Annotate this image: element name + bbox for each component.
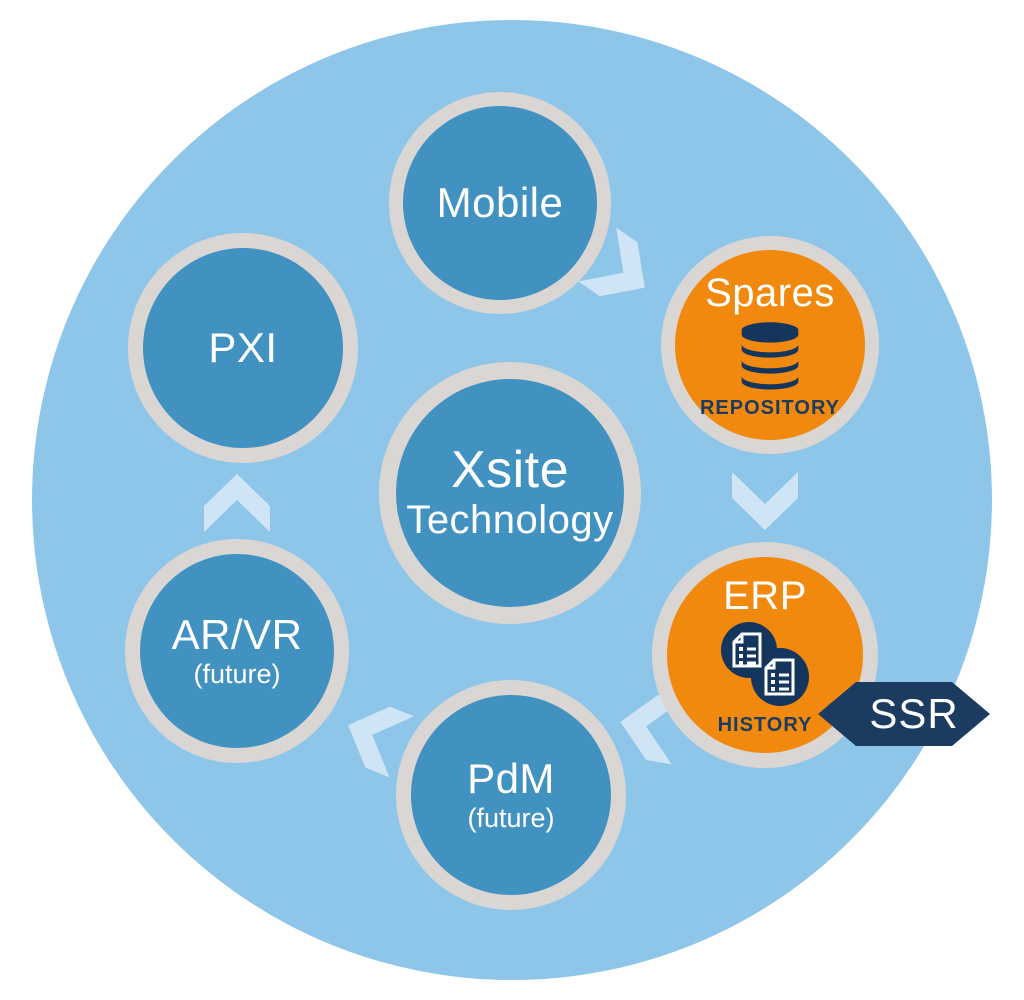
ssr-banner-shape	[818, 682, 990, 746]
arvr-note: (future)	[193, 658, 281, 689]
database-icon	[741, 321, 799, 390]
ssr-label: SSR	[869, 690, 959, 737]
center-title: Xsite	[450, 440, 570, 499]
node-erp: ERP	[652, 542, 878, 768]
ssr-badge: SSR	[818, 682, 990, 746]
node-pxi: PXI	[128, 233, 358, 463]
flow-arrow-mobile-to-spares-icon	[578, 227, 663, 314]
center-subtitle: Technology	[406, 498, 614, 543]
documents-icon	[721, 621, 809, 706]
arvr-label: AR/VR	[171, 610, 303, 658]
node-spares: Spares REPOSITORY	[661, 236, 879, 454]
flow-arrow-arvr-to-pxi-icon	[204, 474, 270, 532]
spares-label: Spares	[705, 270, 835, 315]
erp-caption: HISTORY	[717, 713, 813, 736]
pxi-label: PXI	[208, 323, 278, 371]
erp-label: ERP	[723, 573, 807, 618]
flow-arrow-pdm-to-arvr-icon	[336, 695, 415, 778]
mobile-label: Mobile	[436, 178, 564, 226]
pdm-label: PdM	[467, 754, 555, 802]
node-xsite-technology: Xsite Technology	[379, 362, 641, 624]
flow-arrow-erp-to-pdm-icon	[615, 689, 684, 765]
node-pdm: PdM (future)	[396, 680, 626, 910]
node-mobile: Mobile	[389, 92, 611, 314]
flow-arrow-spares-to-erp-icon	[732, 472, 798, 530]
node-arvr: AR/VR (future)	[125, 539, 349, 763]
spares-caption: REPOSITORY	[699, 396, 841, 419]
pdm-note: (future)	[467, 802, 555, 833]
